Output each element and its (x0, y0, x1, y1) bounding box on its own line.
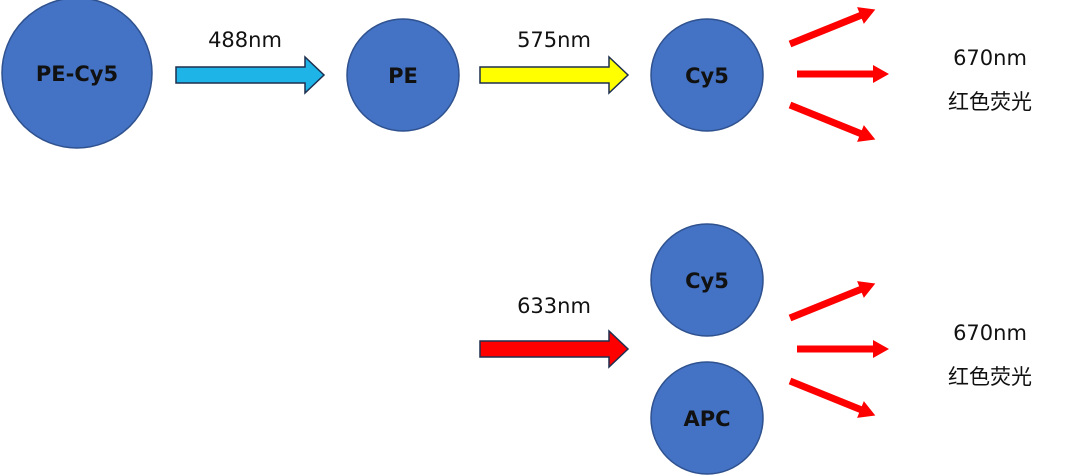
top-emission-wavelength: 670nm (953, 46, 1027, 70)
cy5-bottom-circle (650, 223, 764, 337)
excitation-488-label: 488nm (208, 28, 282, 52)
excitation-633-label: 633nm (517, 294, 591, 318)
top-emission-arrows (788, 7, 889, 142)
blue-arrow-shape (175, 55, 326, 95)
emission-arrow-up (788, 7, 876, 48)
transfer-575-arrow: 575nm (479, 28, 630, 95)
cy5-bottom-node: Cy5 (650, 223, 764, 337)
apc-label: APC (683, 407, 730, 431)
apc-circle (650, 361, 764, 475)
top-row: PE-Cy5 488nm PE 575nm Cy5 (1, 0, 1032, 149)
cy5-bottom-label: Cy5 (685, 269, 729, 293)
excitation-488-arrow: 488nm (175, 28, 326, 95)
top-emission-color: 红色荧光 (948, 90, 1032, 114)
cy5-top-label: Cy5 (685, 64, 729, 88)
cy5-top-node: Cy5 (650, 18, 764, 132)
apc-node: APC (650, 361, 764, 475)
bottom-emission-arrow-up (788, 281, 876, 322)
excitation-633-arrow: 633nm (479, 294, 630, 369)
cy5-top-circle (650, 18, 764, 132)
bottom-emission-wavelength: 670nm (953, 321, 1027, 345)
bottom-emission-arrow-middle (797, 340, 889, 358)
pe-cy5-node: PE-Cy5 (1, 0, 153, 149)
bottom-emission-arrows (788, 281, 889, 418)
bottom-emission-color: 红色荧光 (948, 365, 1032, 389)
pe-cy5-label: PE-Cy5 (36, 62, 118, 86)
pe-circle (346, 18, 460, 132)
pe-node: PE (346, 18, 460, 132)
red-arrow-shape (479, 329, 630, 369)
emission-arrow-middle (797, 65, 889, 83)
emission-arrow-down (788, 101, 876, 142)
pe-label: PE (388, 64, 418, 88)
transfer-575-label: 575nm (517, 28, 591, 52)
yellow-arrow-shape (479, 55, 630, 95)
bottom-row: 633nm Cy5 APC 670nm 红色荧光 (479, 223, 1032, 475)
pe-cy5-circle (1, 0, 153, 149)
bottom-emission-arrow-down (788, 377, 876, 418)
